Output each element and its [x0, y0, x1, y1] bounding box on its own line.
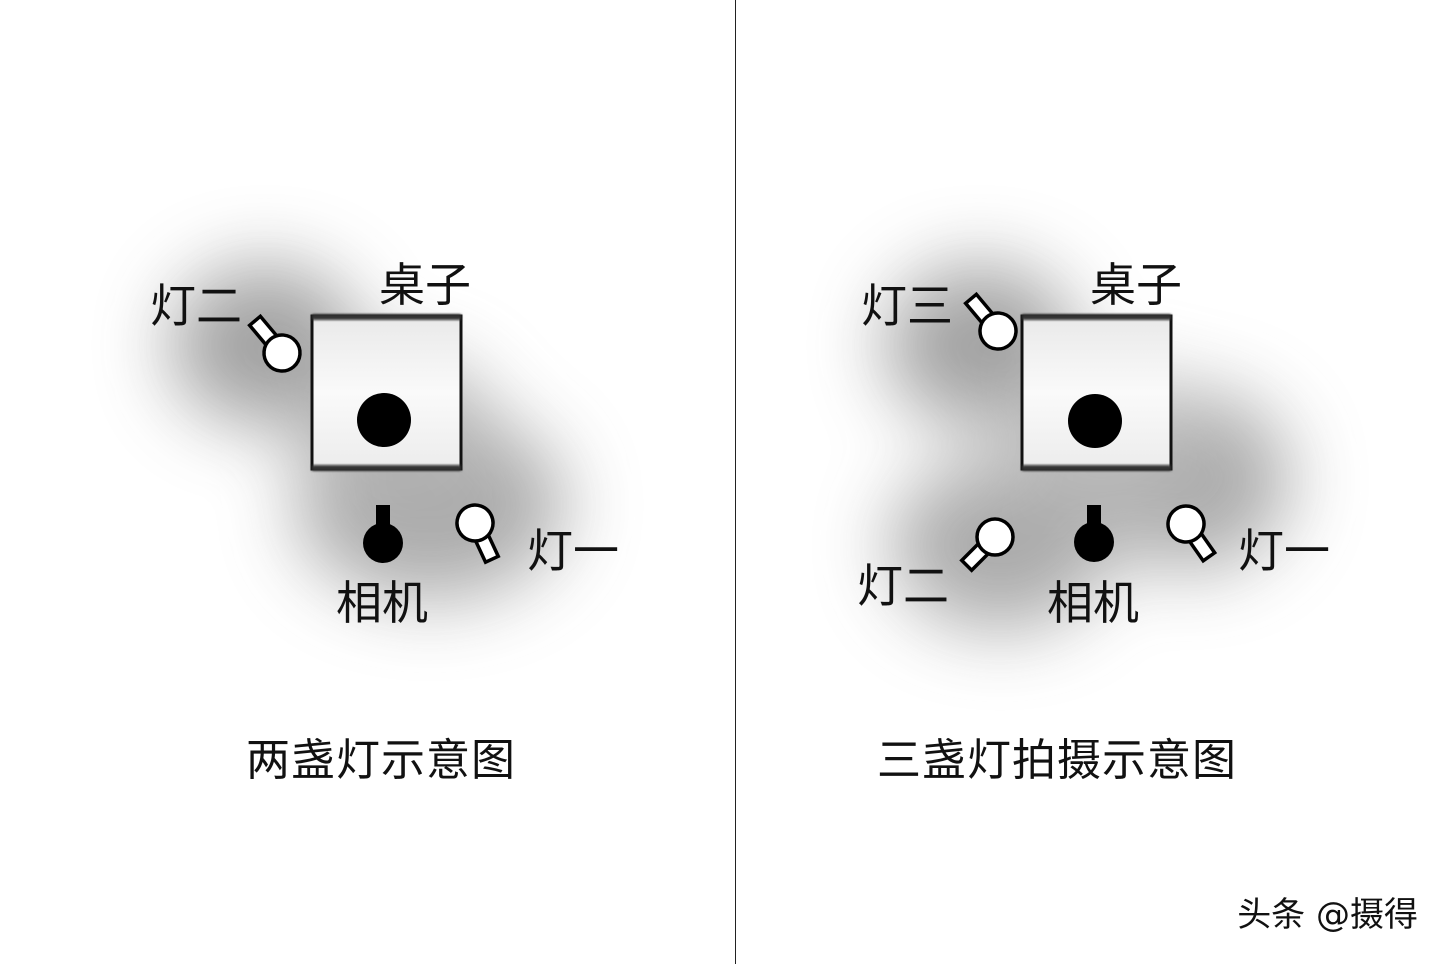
camera-icon: [1074, 505, 1114, 562]
light-one-label: 灯一: [527, 524, 619, 578]
right-table: [1020, 314, 1173, 471]
right-caption: 三盏灯拍摄示意图: [877, 735, 1237, 786]
subject-dot-icon: [357, 393, 411, 447]
light-two-label: 灯二: [150, 279, 242, 333]
spotlight-icon: [455, 503, 501, 565]
spotlight-icon: [1166, 504, 1218, 564]
subject-dot-icon: [1068, 394, 1122, 448]
light-three-label: 灯三: [861, 279, 953, 333]
camera-label: 相机: [336, 576, 428, 630]
camera-icon: [363, 505, 403, 563]
light-one-label: 灯一: [1238, 524, 1330, 578]
spotlight-icon: [963, 291, 1018, 351]
spotlight-icon: [959, 517, 1015, 573]
light-two-label: 灯二: [857, 559, 949, 613]
camera-label: 相机: [1047, 576, 1139, 630]
table-label: 桌子: [379, 258, 471, 312]
left-table: [310, 314, 463, 471]
watermark: 头条 @摄得: [1237, 895, 1418, 935]
panel-divider: [735, 0, 736, 964]
table-label: 桌子: [1090, 258, 1182, 312]
spotlight-icon: [247, 313, 302, 373]
left-caption: 两盏灯示意图: [246, 735, 516, 786]
